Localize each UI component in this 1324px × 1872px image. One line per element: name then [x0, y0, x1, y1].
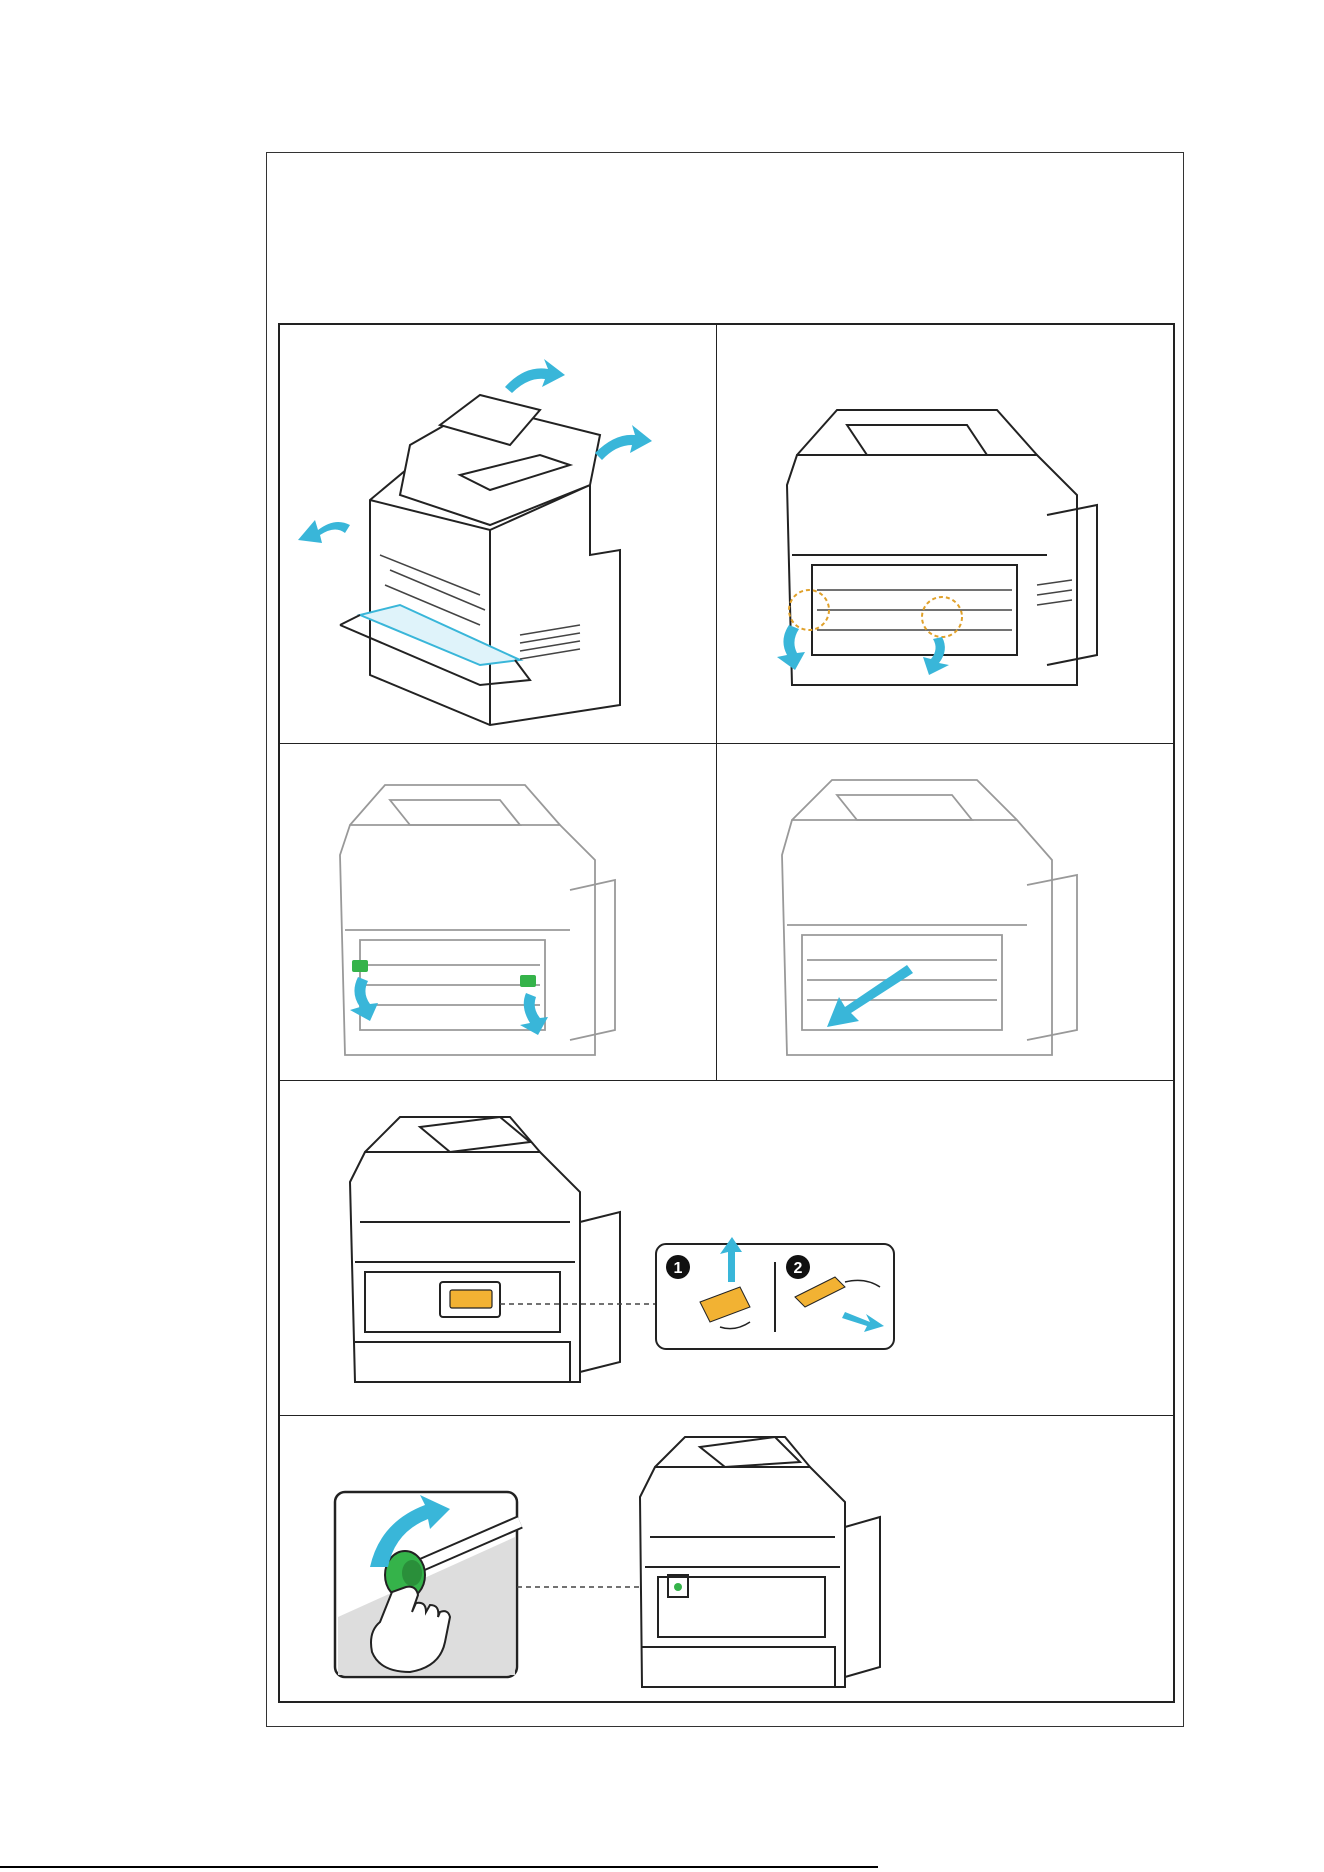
step-release-fuser-levers — [717, 325, 1175, 743]
row-divider — [280, 1415, 1173, 1416]
step-lower-green-levers — [280, 745, 716, 1080]
step-open-rear-cover — [280, 325, 716, 743]
step-pull-out-paper — [717, 745, 1175, 1080]
svg-text:1: 1 — [674, 1260, 683, 1277]
step-remove-toner-cartridge: 1 2 — [280, 1082, 1175, 1415]
printer-rear-paper-illustration — [717, 745, 1175, 1080]
footer-rule — [0, 1866, 878, 1868]
printer-rear-open-illustration — [717, 325, 1175, 743]
printer-knob-illustration — [280, 1417, 1175, 1703]
toner-cartridge-icon — [450, 1290, 492, 1308]
printer-rear-levers-illustration — [280, 745, 716, 1080]
instruction-grid: 1 2 — [278, 323, 1175, 1703]
printer-rear-illustration — [280, 325, 716, 743]
row-divider — [280, 1080, 1173, 1081]
row-divider — [280, 743, 1173, 744]
step-turn-green-knob — [280, 1417, 1175, 1703]
printer-front-cartridge-illustration: 1 2 — [280, 1082, 1175, 1415]
svg-text:2: 2 — [794, 1260, 803, 1277]
